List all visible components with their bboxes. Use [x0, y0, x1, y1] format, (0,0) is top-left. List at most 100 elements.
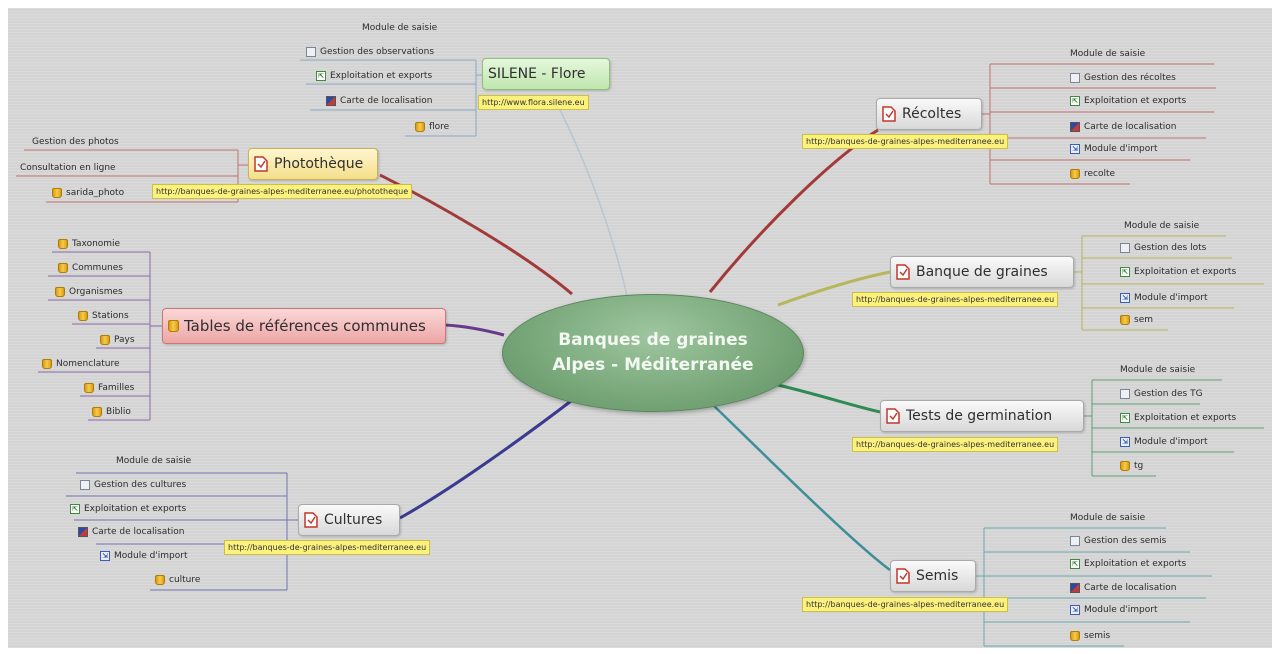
topic-title: Photothèque [274, 156, 364, 172]
leaf-biblio[interactable]: Biblio [92, 404, 131, 420]
form-icon [1070, 536, 1080, 546]
semis-url[interactable]: http://banques-de-graines-alpes-mediterr… [802, 597, 1009, 612]
topic-title: Cultures [324, 512, 383, 528]
leaf-gestion-recoltes[interactable]: Gestion des récoltes [1070, 70, 1176, 86]
banque-header: Module de saisie [1124, 221, 1200, 231]
database-icon [415, 122, 425, 132]
database-icon [1120, 315, 1130, 325]
leaf-module-import[interactable]: ⇲Module d'import [100, 548, 188, 564]
branch-semis [711, 403, 891, 571]
tests-bracket [1084, 379, 1264, 477]
topic-banque-de-graines[interactable]: Banque de graines [890, 256, 1074, 288]
tests-header: Module de saisie [1120, 365, 1196, 375]
topic-cultures[interactable]: Cultures [298, 504, 400, 536]
leaf-carte-localisation[interactable]: Carte de localisation [78, 524, 184, 540]
leaf-sem[interactable]: sem [1120, 312, 1153, 328]
recoltes-header: Module de saisie [1070, 49, 1146, 59]
document-icon [304, 512, 318, 528]
branch-tests [777, 383, 881, 414]
leaf-gestion-observations[interactable]: Gestion des observations [306, 44, 434, 60]
form-icon [306, 47, 316, 57]
map-icon [78, 527, 88, 537]
topic-semis[interactable]: Semis [890, 560, 976, 592]
export-icon: ⇱ [1070, 559, 1080, 569]
silene-url[interactable]: http://www.flora.silene.eu [478, 95, 589, 110]
leaf-culture[interactable]: culture [155, 572, 200, 588]
form-icon [1070, 73, 1080, 83]
recoltes-bracket [982, 63, 1216, 185]
form-icon [80, 480, 90, 490]
leaf-recolte[interactable]: recolte [1070, 166, 1115, 182]
export-icon: ⇱ [1070, 96, 1080, 106]
recoltes-url[interactable]: http://banques-de-graines-alpes-mediterr… [802, 134, 1009, 149]
cultures-url[interactable]: http://banques-de-graines-alpes-mediterr… [224, 540, 431, 555]
leaf-gestion-semis[interactable]: Gestion des semis [1070, 533, 1166, 549]
database-icon [155, 575, 165, 585]
leaf-familles[interactable]: Familles [84, 380, 134, 396]
leaf-module-import[interactable]: ⇲Module d'import [1120, 290, 1208, 306]
topic-title: Semis [916, 568, 959, 584]
import-icon: ⇲ [1070, 144, 1080, 154]
branch-banque [777, 270, 891, 307]
topic-title: Banque de graines [916, 264, 1048, 280]
leaf-module-import[interactable]: ⇲Module d'import [1070, 602, 1158, 618]
leaf-gestion-tg[interactable]: Gestion des TG [1120, 386, 1203, 402]
leaf-semis[interactable]: semis [1070, 628, 1110, 644]
semis-header: Module de saisie [1070, 513, 1146, 523]
cultures-header: Module de saisie [116, 456, 192, 466]
leaf-flore[interactable]: flore [415, 119, 449, 135]
leaf-exploitation-exports[interactable]: ⇱Exploitation et exports [1070, 93, 1186, 109]
topic-tables-references[interactable]: Tables de références communes [162, 308, 446, 344]
leaf-exploitation-exports[interactable]: ⇱Exploitation et exports [1120, 410, 1236, 426]
leaf-pays[interactable]: Pays [100, 332, 135, 348]
topic-tests-germination[interactable]: Tests de germination [880, 400, 1084, 432]
database-icon [58, 239, 68, 249]
banque-url[interactable]: http://banques-de-graines-alpes-mediterr… [852, 292, 1059, 307]
leaf-exploitation-exports[interactable]: ⇱Exploitation et exports [70, 501, 186, 517]
leaf-module-import[interactable]: ⇲Module d'import [1070, 141, 1158, 157]
leaf-tg[interactable]: tg [1120, 458, 1143, 474]
leaf-organismes[interactable]: Organismes [55, 284, 123, 300]
leaf-sarida-photo[interactable]: sarida_photo [52, 185, 124, 201]
topic-title: Tables de références communes [184, 317, 426, 335]
phototheque-url[interactable]: http://banques-de-graines-alpes-mediterr… [152, 184, 413, 199]
database-icon [52, 188, 62, 198]
topic-phototheque[interactable]: Photothèque [248, 148, 378, 180]
topic-title: Récoltes [902, 106, 962, 122]
import-icon: ⇲ [1120, 437, 1130, 447]
leaf-communes[interactable]: Communes [58, 260, 123, 276]
silene-bracket [300, 59, 483, 137]
export-icon: ⇱ [1120, 267, 1130, 277]
branch-silene [559, 109, 629, 301]
leaf-taxonomie[interactable]: Taxonomie [58, 236, 120, 252]
leaf-exploitation-exports[interactable]: ⇱Exploitation et exports [1070, 556, 1186, 572]
tests-url[interactable]: http://banques-de-graines-alpes-mediterr… [852, 437, 1059, 452]
leaf-carte-localisation[interactable]: Carte de localisation [1070, 580, 1176, 596]
leaf-carte-localisation[interactable]: Carte de localisation [1070, 119, 1176, 135]
leaf-consultation-en-ligne[interactable]: Consultation en ligne [20, 163, 116, 173]
topic-silene-flore[interactable]: SILENE - Flore [482, 58, 610, 90]
document-icon [886, 408, 900, 424]
topic-title: SILENE - Flore [488, 66, 586, 82]
leaf-carte-localisation[interactable]: Carte de localisation [326, 93, 432, 109]
leaf-exploitation-exports[interactable]: ⇱Exploitation et exports [316, 68, 432, 84]
document-icon [896, 568, 910, 584]
document-icon [896, 264, 910, 280]
leaf-gestion-photos[interactable]: Gestion des photos [32, 137, 119, 147]
map-icon [1070, 583, 1080, 593]
leaf-gestion-cultures[interactable]: Gestion des cultures [80, 477, 186, 493]
topic-recoltes[interactable]: Récoltes [876, 98, 982, 130]
document-icon [254, 156, 268, 172]
form-icon [1120, 243, 1130, 253]
leaf-module-import[interactable]: ⇲Module d'import [1120, 434, 1208, 450]
form-icon [1120, 389, 1130, 399]
leaf-gestion-lots[interactable]: Gestion des lots [1120, 240, 1206, 256]
import-icon: ⇲ [1120, 293, 1130, 303]
leaf-exploitation-exports[interactable]: ⇱Exploitation et exports [1120, 264, 1236, 280]
database-icon [168, 320, 179, 332]
leaf-stations[interactable]: Stations [78, 308, 129, 324]
database-icon [1070, 169, 1080, 179]
central-topic[interactable]: Banques de graines Alpes - Méditerranée [502, 294, 804, 412]
leaf-nomenclature[interactable]: Nomenclature [42, 356, 119, 372]
semis-bracket [976, 527, 1212, 647]
